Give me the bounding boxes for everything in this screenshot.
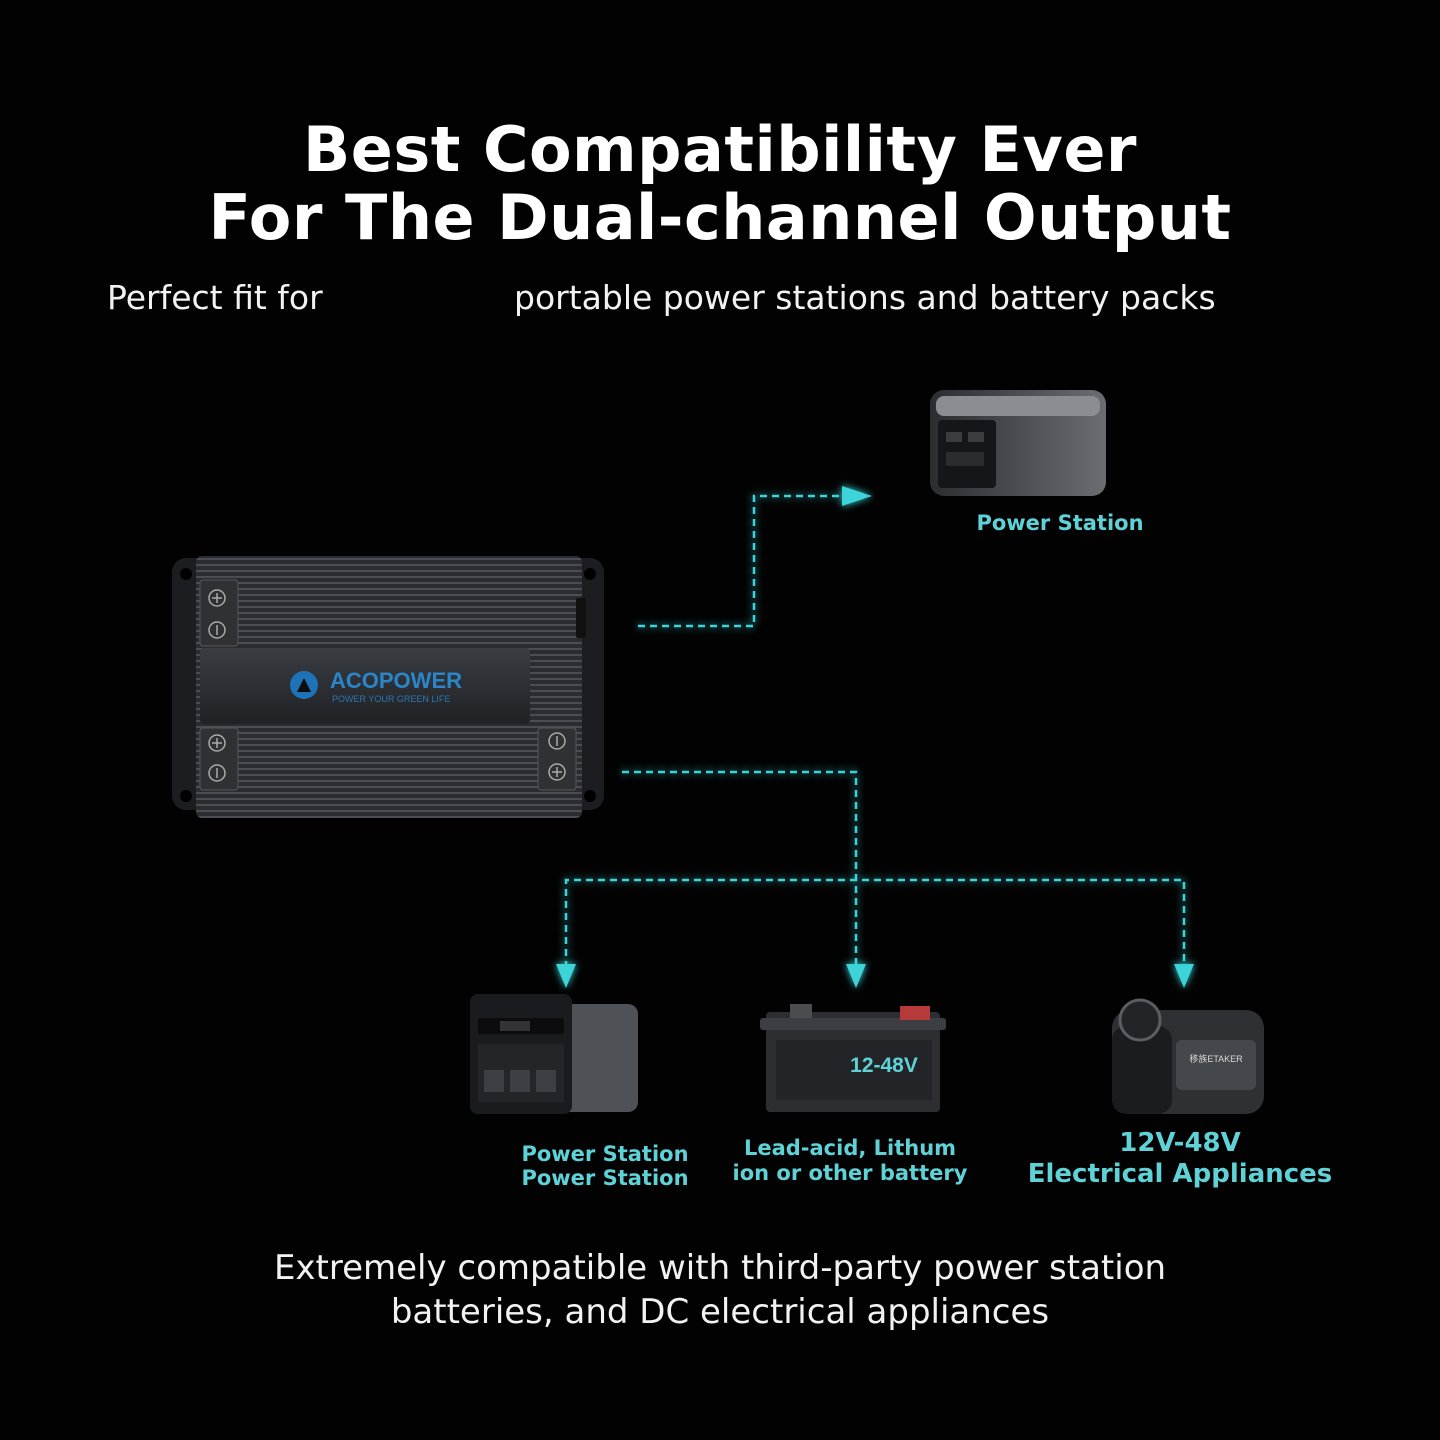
brand-tagline: POWER YOUR GREEN LIFE	[332, 694, 450, 704]
terminal-plus-icon	[208, 734, 226, 752]
brand-name: ACOPOWER	[330, 668, 462, 693]
output-line-top	[638, 494, 842, 628]
battery-image: 12-48V	[760, 1004, 946, 1112]
appliance-label-line-1: 12V-48V	[1119, 1128, 1241, 1158]
terminal-plus-icon	[208, 589, 226, 607]
arrow-down-icon	[556, 964, 576, 988]
terminal-minus-icon	[208, 621, 226, 639]
arrow-down-icon	[1174, 964, 1194, 988]
terminal-plus-icon	[548, 763, 566, 781]
appliance-label: 12V-48V Electrical Appliances	[1020, 1128, 1340, 1190]
battery-label: Lead-acid, Lithum ion or other battery	[720, 1136, 980, 1186]
power-station-bottom-image	[470, 994, 638, 1114]
appliance-label-line-2: Electrical Appliances	[1027, 1159, 1333, 1189]
connection-lines	[564, 494, 1186, 968]
arrowheads	[556, 486, 1194, 988]
footer-line-1: Extremely compatible with third-party po…	[273, 1248, 1167, 1288]
mount-hole	[180, 790, 192, 802]
power-station-top-label: Power Station	[976, 511, 1144, 535]
headline-line-1: Best Compatibility Ever	[303, 113, 1137, 186]
terminal-minus-icon	[208, 764, 226, 782]
battery-voltage-label: 12-48V	[850, 1054, 918, 1077]
power-station-top-image	[930, 390, 1106, 496]
branch-line	[564, 878, 1186, 968]
headline-line-2: For The Dual-channel Output	[208, 181, 1232, 254]
mount-hole	[584, 568, 596, 580]
arrow-right-icon	[842, 486, 872, 506]
mount-hole	[180, 568, 192, 580]
subtitle-right: portable power stations and battery pack…	[514, 278, 1216, 317]
appliance-brand-label: 移族ETAKER	[1189, 1053, 1243, 1064]
appliance-image: 移族ETAKER	[1112, 998, 1264, 1114]
power-station-bottom-label-line-2: Power Station	[521, 1166, 689, 1190]
power-station-bottom-label: Power Station Power Station	[500, 1142, 710, 1190]
terminal-minus-icon	[548, 732, 566, 750]
mount-hole	[584, 790, 596, 802]
acopower-logo-icon	[290, 671, 318, 699]
battery-label-line-2: ion or other battery	[732, 1161, 968, 1185]
acopower-converter: ACOPOWER POWER YOUR GREEN LIFE	[172, 556, 604, 818]
output-line-bottom	[622, 770, 858, 968]
arrow-down-icon	[846, 964, 866, 988]
footer-line-2: batteries, and DC electrical appliances	[390, 1292, 1050, 1332]
battery-label-line-1: Lead-acid, Lithum	[743, 1136, 957, 1160]
power-station-bottom-label-line-1: Power Station	[521, 1142, 689, 1166]
subtitle-left: Perfect fit for	[107, 278, 323, 317]
